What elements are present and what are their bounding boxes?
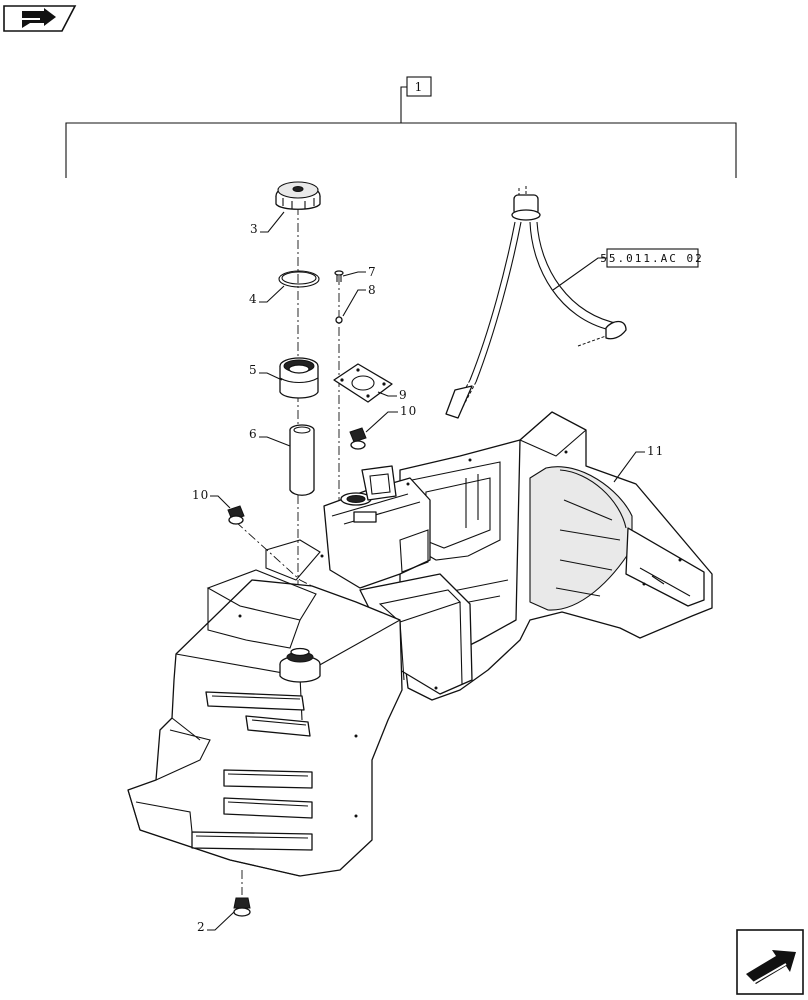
callout-3: 3 [250,222,259,236]
reference-link-box[interactable]: 55.011.AC 02 [552,248,704,291]
callout-6: 6 [249,427,258,441]
screw [334,270,344,282]
plug-axis-line [235,521,313,587]
callout-10-left: 10 [192,488,209,502]
gasket-plate [333,363,393,403]
callout-11: 11 [647,444,664,458]
assembly-bracket: 1 [65,76,737,178]
callout-4: 4 [249,292,258,306]
callout-8: 8 [368,283,377,297]
strainer-tube [289,424,315,496]
callout-10-right: 10 [400,404,417,418]
callout-5: 5 [249,363,258,377]
washer [335,316,343,324]
fuel-tank [127,411,713,877]
fuel-level-sender [445,184,627,419]
o-ring [278,270,320,288]
drain-plug [233,897,251,917]
plug-left [227,505,245,525]
callout-2: 2 [197,920,206,934]
fuel-cap [275,181,321,210]
filler-neck [279,357,319,399]
callout-7: 7 [368,265,377,279]
group-label: 1 [415,80,424,94]
callout-9: 9 [399,388,408,402]
next-page-arrow-icon[interactable] [736,929,804,995]
previous-page-arrow-icon[interactable] [3,5,77,32]
reference-link-text[interactable]: 55.011.AC 02 [600,252,703,265]
plug-right [349,427,367,450]
